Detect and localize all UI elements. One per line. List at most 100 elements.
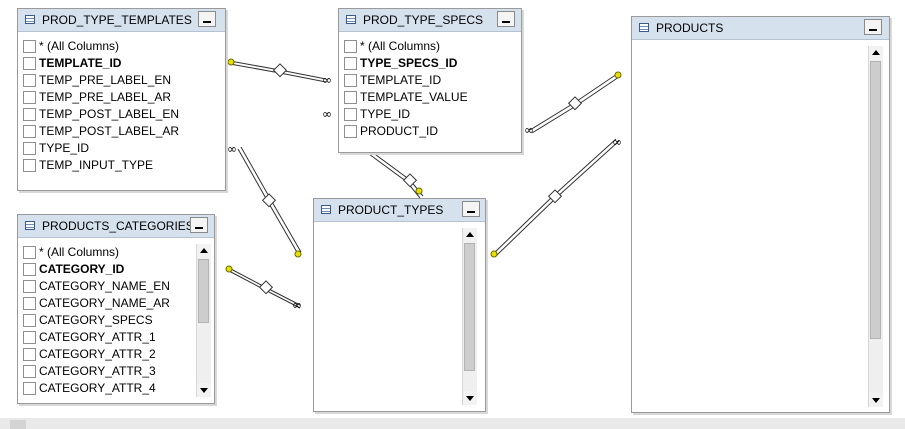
column-label: TYPE_SPECS_ID bbox=[360, 56, 458, 70]
minimize-button[interactable] bbox=[190, 217, 208, 233]
scroll-down-arrow-icon[interactable] bbox=[463, 391, 477, 405]
column-label: TYPE_ID bbox=[39, 141, 90, 155]
table-title: PRODUCTS_CATEGORIES bbox=[42, 219, 194, 233]
table-grid-icon bbox=[321, 205, 331, 214]
canvas-horizontal-scrollbar[interactable] bbox=[0, 418, 905, 429]
scroll-thumb[interactable] bbox=[870, 61, 881, 339]
table-prod-type-templates[interactable]: PROD_TYPE_TEMPLATES * (All Columns) TEMPL… bbox=[17, 8, 226, 191]
column-label: CATEGORY_NAME_AR bbox=[39, 296, 170, 310]
table-products[interactable]: PRODUCTS * (All Columns)PRODUCT_IDFLYER_… bbox=[631, 16, 890, 413]
table-title: PRODUCTS bbox=[656, 21, 724, 35]
column-checkbox[interactable] bbox=[23, 263, 36, 276]
column-checkbox[interactable] bbox=[23, 331, 36, 344]
column-label: CATEGORY_SPECS bbox=[39, 313, 153, 327]
column-checkbox[interactable] bbox=[23, 125, 36, 138]
minimize-button[interactable] bbox=[462, 201, 480, 217]
column-checkbox[interactable] bbox=[23, 348, 36, 361]
column-label: * (All Columns) bbox=[39, 39, 120, 53]
column-checkbox[interactable] bbox=[23, 280, 36, 293]
column-label: TEMPLATE_VALUE bbox=[360, 90, 468, 104]
table-title-bar[interactable]: PRODUCTS_CATEGORIES bbox=[18, 215, 214, 238]
column-checkbox[interactable] bbox=[344, 40, 357, 53]
column-checkbox[interactable] bbox=[23, 108, 36, 121]
minimize-button[interactable] bbox=[497, 11, 515, 27]
relationship-diamond-icon bbox=[547, 189, 563, 204]
relationship-line[interactable] bbox=[371, 151, 424, 197]
infinity-icon: ∞ bbox=[322, 73, 332, 87]
column-checkbox[interactable] bbox=[23, 314, 36, 327]
relationship-diamond-icon bbox=[402, 173, 418, 188]
table-title: PRODUCT_TYPES bbox=[338, 203, 444, 217]
scroll-thumb[interactable] bbox=[198, 259, 209, 323]
column-checkbox[interactable] bbox=[23, 365, 36, 378]
column-checkbox[interactable] bbox=[23, 40, 36, 53]
scroll-down-arrow-icon[interactable] bbox=[869, 393, 883, 407]
table-products-categories[interactable]: PRODUCTS_CATEGORIES * (All Columns) CATEG… bbox=[17, 214, 215, 404]
table-title: PROD_TYPE_TEMPLATES bbox=[42, 13, 192, 27]
scroll-up-arrow-icon[interactable] bbox=[869, 46, 883, 60]
column-label: * (All Columns) bbox=[360, 39, 441, 53]
column-checkbox[interactable] bbox=[23, 297, 36, 310]
key-icon bbox=[490, 250, 498, 258]
infinity-icon: ∞ bbox=[227, 142, 237, 156]
column-checkbox[interactable] bbox=[23, 74, 36, 87]
minimize-button[interactable] bbox=[864, 19, 882, 35]
column-checkbox[interactable] bbox=[344, 108, 357, 121]
vertical-scrollbar[interactable] bbox=[868, 46, 883, 407]
column-checkbox[interactable] bbox=[344, 57, 357, 70]
table-title-bar[interactable]: PROD_TYPE_SPECS bbox=[339, 9, 521, 32]
column-label: CATEGORY_ATTR_3 bbox=[39, 364, 156, 378]
column-label: TEMPLATE_ID bbox=[39, 56, 122, 70]
scroll-up-arrow-icon[interactable] bbox=[463, 228, 477, 242]
column-checkbox[interactable] bbox=[23, 142, 36, 155]
table-grid-icon bbox=[639, 23, 649, 32]
table-grid-icon bbox=[25, 221, 35, 230]
column-label: TEMP_PRE_LABEL_AR bbox=[39, 90, 172, 104]
table-title-bar[interactable]: PROD_TYPE_TEMPLATES bbox=[18, 9, 225, 32]
column-label: TEMPLATE_ID bbox=[360, 73, 442, 87]
key-icon bbox=[225, 265, 233, 273]
column-checkbox[interactable] bbox=[23, 159, 36, 172]
column-checkbox[interactable] bbox=[23, 57, 36, 70]
scroll-up-arrow-icon[interactable] bbox=[197, 244, 211, 258]
infinity-icon: ∞ bbox=[292, 298, 302, 312]
key-icon bbox=[227, 58, 235, 66]
table-title-bar[interactable]: PRODUCTS bbox=[632, 17, 889, 40]
column-checkbox[interactable] bbox=[23, 382, 36, 395]
column-label: CATEGORY_ATTR_1 bbox=[39, 330, 156, 344]
column-checkbox[interactable] bbox=[23, 91, 36, 104]
column-label: TEMP_PRE_LABEL_EN bbox=[39, 73, 172, 87]
relationship-diamond-icon bbox=[272, 63, 288, 78]
infinity-icon: ∞ bbox=[322, 107, 332, 121]
column-label: CATEGORY_NAME_EN bbox=[39, 279, 170, 293]
column-label: TEMP_POST_LABEL_EN bbox=[39, 107, 180, 121]
table-grid-icon bbox=[25, 15, 35, 24]
column-label: * (All Columns) bbox=[39, 245, 120, 259]
column-label: TYPE_ID bbox=[360, 107, 411, 121]
column-label: TEMP_POST_LABEL_AR bbox=[39, 124, 180, 138]
minimize-button[interactable] bbox=[198, 11, 216, 27]
scroll-thumb[interactable] bbox=[464, 243, 475, 371]
table-prod-type-specs[interactable]: PROD_TYPE_SPECS * (All Columns) TYPE_SPEC… bbox=[338, 8, 522, 153]
table-product-types[interactable]: PRODUCT_TYPES * (All Columns)TYPE_IDTYPE… bbox=[313, 198, 486, 412]
column-label: PRODUCT_ID bbox=[360, 124, 439, 138]
key-icon bbox=[415, 187, 423, 195]
column-checkbox[interactable] bbox=[344, 91, 357, 104]
scroll-down-arrow-icon[interactable] bbox=[197, 383, 211, 397]
vertical-scrollbar[interactable] bbox=[196, 244, 211, 397]
table-title-bar[interactable]: PRODUCT_TYPES bbox=[314, 199, 485, 222]
table-grid-icon bbox=[346, 15, 356, 24]
column-checkbox[interactable] bbox=[23, 246, 36, 259]
scroll-thumb[interactable] bbox=[10, 420, 26, 429]
column-checkbox[interactable] bbox=[344, 125, 357, 138]
column-label: CATEGORY_ATTR_4 bbox=[39, 381, 156, 395]
key-icon bbox=[294, 250, 302, 258]
column-label: TEMP_INPUT_TYPE bbox=[39, 158, 154, 172]
table-title: PROD_TYPE_SPECS bbox=[363, 13, 484, 27]
infinity-icon: ∞ bbox=[612, 135, 622, 149]
column-checkbox[interactable] bbox=[344, 74, 357, 87]
column-label: CATEGORY_ATTR_2 bbox=[39, 347, 156, 361]
vertical-scrollbar[interactable] bbox=[462, 228, 477, 405]
infinity-icon: ∞ bbox=[524, 123, 534, 137]
